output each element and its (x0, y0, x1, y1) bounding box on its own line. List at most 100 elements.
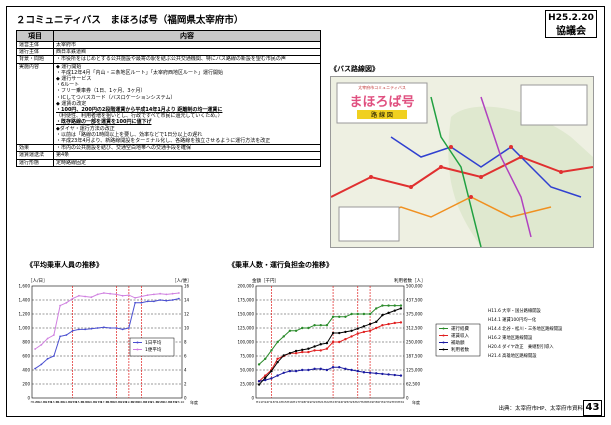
data-point (165, 293, 168, 296)
data-point (96, 293, 99, 296)
x-tick-label: H17.4 (93, 400, 102, 404)
data-point (375, 320, 378, 324)
data-point (257, 383, 261, 386)
y-tick-label: 25,000 (240, 382, 254, 387)
row-line: 太宰府市 (56, 42, 77, 48)
legend-label: 1便平均 (145, 346, 162, 353)
data-point (301, 368, 304, 372)
y2-tick-label: 4 (184, 368, 187, 373)
page-title: ２コミュニティバス まほろば号（福岡県太宰府市） (16, 15, 244, 26)
data-point (257, 363, 261, 366)
row-line: ・既存路線の一部を運賃を100円に値下げ (56, 119, 152, 126)
y2-tick-label: 8 (184, 340, 187, 345)
data-point (171, 299, 174, 301)
x-tick-label: H17 (293, 400, 299, 404)
row-key: 運行主体 (16, 48, 54, 57)
data-point (350, 329, 353, 332)
data-point (294, 352, 298, 355)
table-row: 運行主体西日本鉄道㈱ (16, 48, 321, 57)
data-point (102, 326, 105, 329)
data-point (77, 328, 80, 331)
data-point (59, 304, 62, 307)
data-point (399, 374, 403, 377)
data-point (399, 321, 403, 324)
x-tick-label: H13 (268, 400, 274, 404)
data-point (294, 369, 298, 373)
chart-left-heading: 《平均乗車人員の推移》 (26, 261, 103, 269)
map-inset-box (520, 84, 588, 126)
row-line: 西日本鉄道㈱ (56, 49, 87, 56)
x-tick-label: H14 (275, 400, 281, 404)
data-point (301, 326, 304, 330)
data-point (96, 327, 99, 329)
data-point (356, 312, 359, 316)
row-line: ・以前は「路線の1時間以上を要し、効率などで1日分以上の遅れ (56, 131, 203, 138)
data-point (350, 312, 353, 316)
data-point (46, 357, 49, 360)
legend-label: 1日平均 (145, 339, 162, 346)
data-point (362, 325, 366, 328)
data-point (338, 366, 341, 369)
right-axis-unit: ［人/便］ (172, 277, 192, 284)
data-point (393, 309, 396, 312)
data-point (109, 292, 112, 295)
table-row: 背景・問題・市役所をはじめとする公共施設や最寄の駅を結ぶ公共交通機関、特にバス路… (16, 55, 321, 64)
date-badge: H25.2.20 協議会 (545, 10, 597, 38)
row-line: ・市内の公共施設を結び、交通空白地帯への交通手段を確保 (56, 145, 192, 152)
y-tick-label: 125,000 (237, 326, 254, 331)
y2-tick-label: 62,500 (406, 382, 420, 387)
data-point (356, 332, 359, 335)
data-point (90, 296, 93, 299)
data-point (344, 367, 347, 371)
route-line-red (331, 155, 593, 198)
data-point (159, 292, 162, 295)
data-point (115, 293, 118, 296)
data-point (313, 324, 316, 327)
x-tick-label: H22 (324, 400, 330, 404)
map-logo-small: 太宰府市コミュニティバス (358, 85, 406, 90)
data-point (71, 297, 74, 300)
data-point (134, 297, 137, 299)
info-table: 項目 内容 運営主体太宰府市運行主体西日本鉄道㈱背景・問題・市役所をはじめとする… (16, 30, 321, 167)
y2-tick-label: 0 (184, 396, 187, 401)
x-tick-label: H12.10 (36, 400, 47, 404)
row-line: ・平成12年4月「内山・三条地区ルート」「太宰府西地区ルート」運行開始 (56, 69, 224, 76)
data-point (319, 349, 322, 352)
row-key: 実施内容 (16, 62, 54, 146)
chart-note: H11.6 大宰・国分路線開設 (488, 307, 542, 314)
x-tick-label: H32 (386, 400, 392, 404)
source-note: 出典：太宰府市HP、太宰府市資料 (498, 406, 583, 412)
data-point (350, 368, 353, 372)
y-tick-label: 400 (22, 368, 30, 373)
data-point (319, 367, 322, 371)
table-row: 実施内容◆ 運行開始・平成12年4月「内山・三条地区ルート」「太宰府西地区ルート… (16, 62, 321, 146)
data-point (362, 312, 366, 316)
data-point (356, 369, 359, 373)
right-axis-unit: 利用者数［人］ (394, 277, 426, 284)
x-tick-label: H15 (281, 400, 287, 404)
y2-tick-label: 0 (406, 396, 409, 401)
legend-label: 運賃収入 (451, 332, 469, 339)
map-stops (369, 145, 563, 199)
data-point (387, 322, 390, 326)
y2-tick-label: 16 (184, 284, 190, 289)
table-body: 運営主体太宰府市運行主体西日本鉄道㈱背景・問題・市役所をはじめとする公共施設や最… (16, 40, 321, 167)
x-tick-label: H23.10 (173, 400, 184, 404)
x-tick-label: H19 (305, 400, 311, 404)
row-value: 第4条 (53, 151, 321, 160)
chart-right-heading: 《乗車人数・運行負担金の推移》 (228, 261, 333, 269)
data-point (307, 347, 310, 350)
data-point (65, 301, 68, 304)
row-key: 運営主体 (16, 40, 54, 50)
data-point (152, 300, 155, 303)
row-line: 定時路線固定 (56, 159, 87, 166)
badge-label: 協議会 (556, 26, 586, 37)
data-point (282, 354, 285, 357)
page-number: 43 (583, 400, 602, 416)
data-point (338, 340, 341, 344)
x-tick-label: H19.4 (118, 400, 127, 404)
data-point (325, 324, 329, 327)
data-point (84, 328, 87, 331)
row-line: ・市役所をはじめとする公共施設や最寄の駅を結ぶ公共交通機関、特にバス路線の新設を… (56, 56, 286, 63)
